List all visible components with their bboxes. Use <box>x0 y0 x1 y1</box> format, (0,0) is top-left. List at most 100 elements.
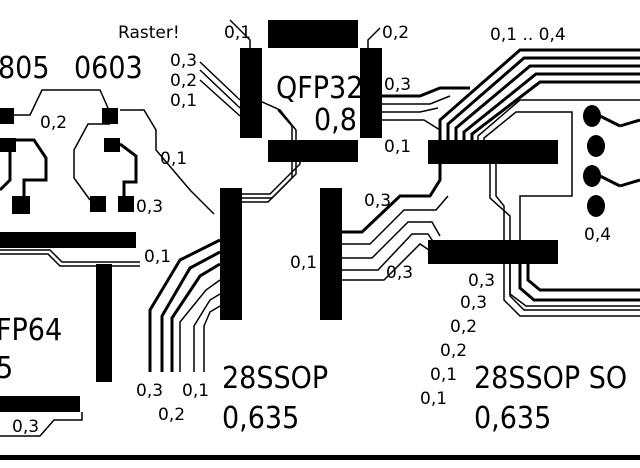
trace-ssop-a-5 <box>193 293 221 372</box>
pad-0603-a <box>102 108 118 124</box>
width-label: 0,1 <box>160 149 187 169</box>
sot-traces <box>599 114 621 188</box>
trace-qfp32-r2 <box>382 95 451 105</box>
trace-ssop-a-top <box>242 140 301 195</box>
trace-right-7 <box>483 111 573 240</box>
trace-ssop-a-1 <box>148 238 221 372</box>
trace-0805-a <box>14 138 48 196</box>
width-label: 0,3 <box>468 271 495 291</box>
trace-0805-c <box>14 89 109 116</box>
smd-0805-group <box>0 89 109 214</box>
ssop-a-pads <box>220 188 242 320</box>
width-label: 0,1 <box>384 137 411 157</box>
right-qfp-top-pads <box>428 140 558 164</box>
ssop-a-pitch-label: 0,635 <box>222 401 299 436</box>
pad-0805-b <box>0 138 16 152</box>
width-label: 0,2 <box>382 23 409 43</box>
trace-qfp32-r3 <box>382 107 439 113</box>
ssop-b-pitch-label: 0,635 <box>474 401 551 436</box>
trace-right-3 <box>454 64 640 140</box>
sot-pad-4 <box>587 195 605 217</box>
ssop-b-label: 28SSOP SO <box>474 361 627 396</box>
pad-0603-c <box>90 196 106 212</box>
trace-right-1 <box>438 48 640 140</box>
trace-right-b1 <box>489 164 640 311</box>
trace-right-5 <box>470 80 640 140</box>
trace-ssop-a-4 <box>179 279 221 372</box>
trace-right-4 <box>462 72 640 140</box>
trace-qfp32-r4 <box>382 119 441 131</box>
trace-ssop-b-3 <box>342 221 441 259</box>
trace-right-b3 <box>526 264 640 292</box>
trace-0603-b <box>119 142 138 200</box>
width-label: 0,3 <box>460 293 487 313</box>
qfp64-top-row <box>0 232 136 248</box>
trace-ssop-b-2 <box>342 195 449 245</box>
trace-ssop-a-top3 <box>240 109 293 203</box>
trace-ssop-a-3 <box>170 262 221 372</box>
pad-0805-a <box>0 108 14 124</box>
width-label: 0,1 .. 0,4 <box>490 25 566 45</box>
sot-pad-3 <box>583 165 601 187</box>
width-label: 0,1 <box>170 91 197 111</box>
trace-qfp32-top-l <box>229 19 251 48</box>
trace-ssop-a-6 <box>203 305 221 372</box>
pitch-qfp32-label: 0,8 <box>314 103 357 138</box>
width-label: 0,3 <box>136 197 163 217</box>
trace-qfp64-a <box>0 249 140 263</box>
raster-label: Raster! <box>118 23 180 43</box>
trace-qfp32-left-in <box>199 61 241 117</box>
qfp64-bottom-row <box>0 396 80 412</box>
trace-right-6 <box>477 99 640 140</box>
width-label: 0,1 <box>290 253 317 273</box>
width-label: 0,3 <box>364 191 391 211</box>
trace-right-b4 <box>518 264 640 302</box>
ssop-b-pads <box>320 188 342 320</box>
pkg-0805-label: 805 <box>0 51 50 86</box>
ssop-b <box>320 140 449 320</box>
pad-0603-b <box>104 138 120 152</box>
width-label: 0,2 <box>170 71 197 91</box>
trace-qfp32-r1 <box>382 86 470 98</box>
width-label: 0,2 <box>450 317 477 337</box>
trace-ssop-b-4 <box>342 233 437 271</box>
trace-ssop-b-5 <box>342 243 433 281</box>
width-label: 0,3 <box>170 51 197 71</box>
ssop-a <box>148 91 301 372</box>
pad-0805-c <box>12 196 30 214</box>
pkg-0603-label: 0603 <box>74 51 143 86</box>
sot-pads <box>583 105 621 217</box>
trace-right-b2 <box>495 164 640 317</box>
width-label: 0,1 <box>144 247 171 267</box>
qfp32-right-pads <box>360 48 382 138</box>
width-label: 0,1 <box>224 23 251 43</box>
trace-ssop-b-1 <box>342 140 442 234</box>
right-qfp <box>428 48 640 317</box>
right-qfp-bottom-pads <box>428 240 558 264</box>
trace-right-2 <box>446 56 640 140</box>
trace-qfp32-top-r <box>367 27 381 48</box>
pkg-qfp64-label: FP64 <box>0 313 62 348</box>
width-label: 0,2 <box>440 341 467 361</box>
board-edge <box>0 455 640 460</box>
width-label: 0,3 <box>386 263 413 283</box>
pitch-qfp64-label: 5 <box>0 351 13 386</box>
qfp32-top-pads <box>268 20 358 48</box>
smd-0603-group <box>73 108 215 215</box>
width-label: 0,2 <box>40 113 67 133</box>
qfp32-left-pads <box>240 48 262 138</box>
trace-right-b5 <box>509 264 640 307</box>
qfp64-right-col <box>96 264 112 382</box>
ssop-a-label: 28SSOP <box>222 361 328 396</box>
trace-qfp64-b <box>0 253 140 267</box>
width-label: 0,4 <box>584 225 611 245</box>
width-label: 0,1 <box>430 365 457 385</box>
trace-ssop-a-2 <box>160 250 221 372</box>
qfp64-pads <box>0 232 140 437</box>
trace-ssop-a-top2 <box>239 91 297 199</box>
width-label: 0,1 <box>420 389 447 409</box>
sot-pad-2 <box>587 135 605 157</box>
width-label: 0,1 <box>182 381 209 401</box>
